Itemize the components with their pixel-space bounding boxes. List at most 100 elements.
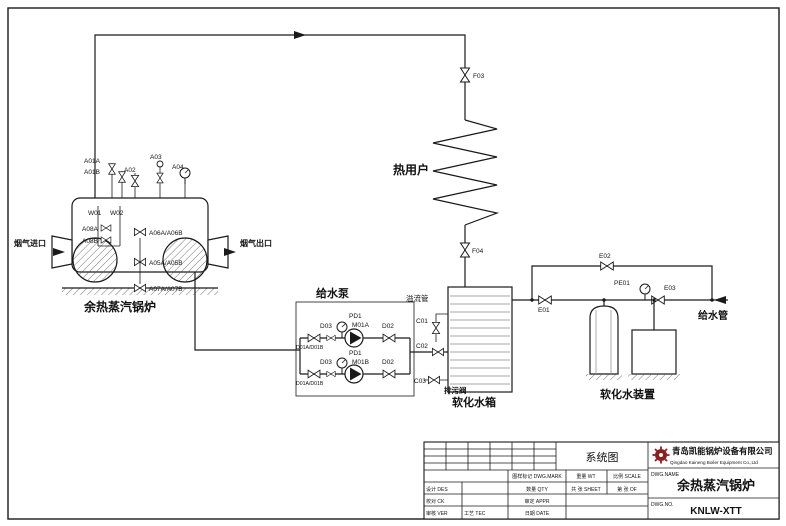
- instrument-a03-icon: [156, 160, 164, 168]
- field-design: 设计 DES: [426, 486, 448, 493]
- tag-f04: F04: [472, 248, 484, 255]
- valve-c01-icon: [431, 321, 441, 335]
- label-heat-user: 热用户: [393, 162, 429, 177]
- tag-d03-top: D03: [320, 323, 332, 330]
- label-feed-pipe: 给水管: [698, 309, 728, 322]
- tag-e01: E01: [538, 307, 550, 314]
- tag-a01b: A01B: [84, 169, 100, 176]
- tag-pd1-bottom: PD1: [349, 350, 362, 357]
- pump-skid-outline: [295, 301, 415, 397]
- coil-zigzag: [432, 119, 500, 226]
- tag-c01: C01: [416, 318, 428, 325]
- base-hatch: [586, 374, 622, 380]
- valve-c03-icon: [427, 375, 441, 385]
- ground-hatch: [62, 288, 218, 295]
- tag-w01: W01: [88, 210, 102, 217]
- tag-m01a: M01A: [352, 322, 370, 329]
- tag-a01a: A01A: [84, 158, 101, 165]
- feedwater-supply-group: E01 E02 E03 PE01 给水管 软化水装置: [512, 253, 728, 401]
- softener-vessel-2: [631, 329, 677, 375]
- tag-w02: W02: [110, 210, 124, 217]
- feed-line-to-boiler: [194, 272, 300, 351]
- bypass-line: [531, 265, 713, 300]
- title-block-grid: [424, 442, 779, 519]
- field-approve: 审定 APPR: [524, 498, 549, 505]
- flow-arrow-right-icon: [294, 31, 306, 39]
- feed-in-arrow-icon: [714, 296, 726, 304]
- tag-pd1-top: PD1: [349, 313, 362, 320]
- field-sheet: 共 张 SHEET: [571, 486, 600, 493]
- soft-water-tank-group: 溢流管 C01 C02 C03 排污阀 软化水箱: [406, 286, 513, 409]
- field-tec: 工艺 TEC: [464, 511, 486, 517]
- field-check: 校对 CK: [426, 498, 445, 505]
- pump-m01a-icon: [344, 328, 364, 348]
- company-logo-icon: [652, 446, 670, 464]
- dwg-name-value: 余热蒸汽锅炉: [676, 478, 755, 493]
- tag-m01b: M01B: [352, 359, 369, 366]
- valve-e02-icon: [600, 261, 614, 271]
- base-hatch: [628, 374, 680, 380]
- tag-e03: E03: [664, 285, 676, 292]
- tag-a07: A07A/A07B: [149, 286, 183, 293]
- valve-d01-top-icon: [307, 333, 321, 343]
- tag-e02: E02: [599, 253, 611, 260]
- dwg-no-value: KNLW-XTT: [690, 506, 741, 517]
- tag-a03: A03: [150, 154, 162, 161]
- valve-d01-bottom-icon: [307, 369, 321, 379]
- tag-a05: A05A/A05B: [149, 260, 183, 267]
- overflow-pipe: [435, 313, 448, 322]
- valve-d02-bottom-icon: [382, 369, 396, 379]
- company-name-en: Qingdao Kaineng Boiler Equipment Co.,Ltd: [670, 460, 758, 465]
- pump-m01b-icon: [344, 364, 364, 384]
- tag-d02-top: D02: [382, 323, 394, 330]
- gauge-pe01-icon: [639, 283, 651, 301]
- dwg-no-label: DWG.NO.: [651, 502, 674, 508]
- valve-e01-icon: [538, 295, 552, 305]
- label-soft-tank: 软化水箱: [452, 395, 496, 409]
- valve-d03-top-icon: [326, 334, 336, 342]
- field-scale: 比例 SCALE: [613, 473, 641, 480]
- boiler-drum-left: [72, 237, 118, 283]
- field-qty: 数量 QTY: [526, 486, 548, 493]
- field-weight: 重量 WT: [576, 473, 595, 480]
- field-verify: 审核 VER: [426, 510, 448, 517]
- pipe-junction: [710, 298, 714, 302]
- flue-outlet-duct: [207, 235, 229, 269]
- valve-a01a-icon: [108, 163, 116, 175]
- field-date: 日期 DATE: [525, 511, 550, 517]
- tag-d01-top: D01A/D01B: [296, 345, 324, 351]
- heat-user-coil: 热用户: [393, 119, 500, 226]
- pipe-segment: [194, 272, 300, 351]
- tag-d03-bottom: D03: [320, 359, 332, 366]
- tag-pe01: PE01: [614, 280, 630, 287]
- tag-c02: C02: [416, 343, 428, 350]
- tag-a08a: A08A: [82, 226, 99, 233]
- tag-f03: F03: [473, 73, 485, 80]
- tank-body: [447, 286, 513, 393]
- valve-a02-icon: [130, 174, 140, 188]
- valve-f03-icon: [460, 67, 470, 83]
- label-feed-pump: 给水泵: [316, 286, 349, 300]
- tag-c03: C03: [414, 378, 426, 385]
- tag-a02: A02: [124, 167, 136, 174]
- tag-d02-bottom: D02: [382, 359, 394, 366]
- boiler-drum-right: [162, 237, 208, 283]
- diagram-title: 系统图: [586, 451, 619, 464]
- label-overflow: 溢流管: [406, 293, 429, 303]
- flue-out-arrow-icon: [224, 248, 236, 256]
- softener-vessel-1: [589, 305, 619, 375]
- field-of: 第 张 OF: [617, 486, 637, 493]
- field-dwg-mark: 图样标记 DWG.MARK: [512, 473, 562, 480]
- tag-a08b: A08B: [82, 238, 98, 245]
- drawing-border: [7, 7, 780, 520]
- flue-in-arrow-icon: [53, 248, 65, 256]
- label-flue-in: 烟气进口: [14, 238, 46, 248]
- company-name-cn: 青岛凯能锅炉设备有限公司: [672, 446, 773, 456]
- title-block: 系统图 青岛凯能锅炉设备有限公司 Qingdao Kaineng Boiler …: [423, 441, 780, 520]
- label-blowdown: 排污阀: [444, 385, 467, 395]
- label-softener: 软化水装置: [600, 387, 655, 401]
- tag-a04: A04: [172, 164, 184, 171]
- valve-a03-icon: [156, 172, 164, 184]
